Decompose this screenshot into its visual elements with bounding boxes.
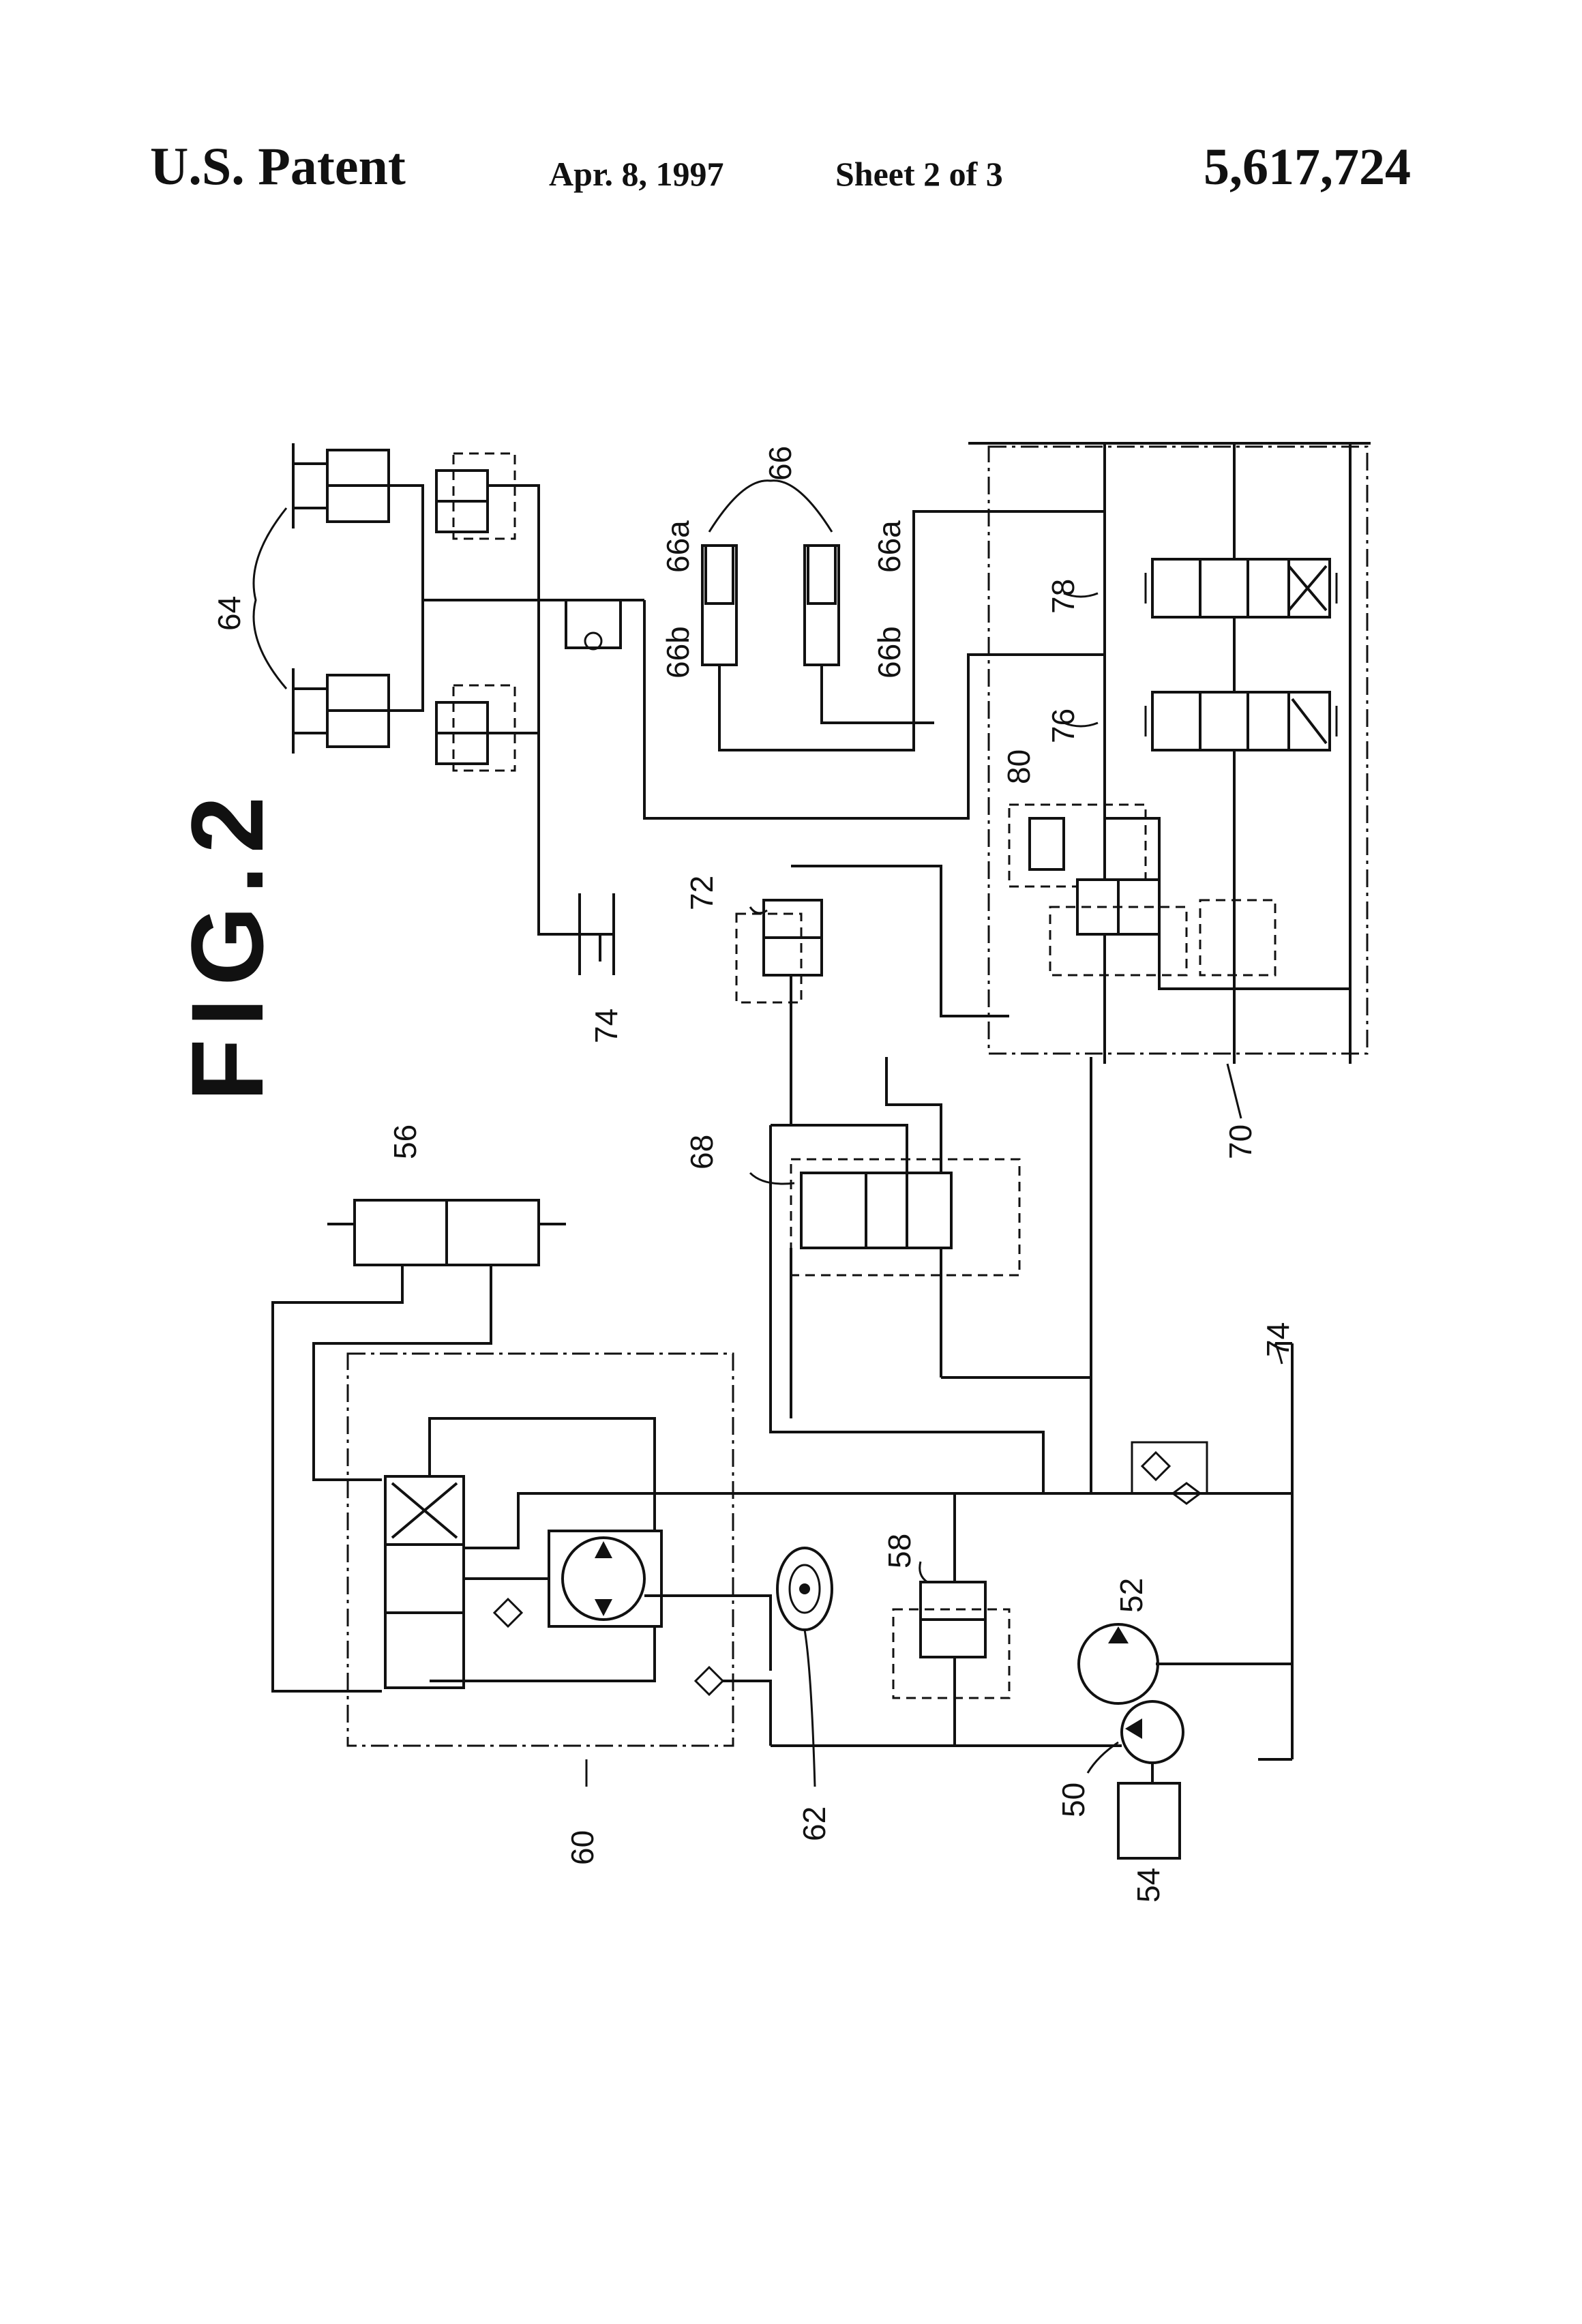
label-70: 70	[1223, 1124, 1258, 1159]
label-74-top: 74	[588, 1009, 624, 1043]
valve-block-70	[987, 445, 1369, 1055]
sheet-header: U.S. Patent Apr. 8, 1997 Sheet 2 of 3 5,…	[150, 136, 1411, 196]
label-50: 50	[1056, 1783, 1091, 1817]
reference-labels: 64 66 66a 66a 66b 66b 78 76 80 72 74 56 …	[211, 446, 1296, 1903]
label-68: 68	[684, 1135, 719, 1170]
label-72: 72	[684, 876, 719, 910]
patent-date: Apr. 8, 1997	[549, 155, 724, 193]
steering-unit-60	[346, 1352, 1282, 1747]
flow-divider-valve-68	[769, 1057, 1092, 1493]
label-56: 56	[387, 1124, 423, 1159]
cylinder-group-66	[643, 479, 1105, 820]
control-valve-76	[1144, 691, 1338, 751]
cylinder-56	[271, 1199, 566, 1693]
label-52: 52	[1114, 1578, 1149, 1613]
label-54: 54	[1131, 1868, 1166, 1903]
leader-lines	[585, 592, 1283, 1787]
hydraulic-schematic: 64 66 66a 66a 66b 66b 78 76 80 72 74 56 …	[211, 442, 1371, 1903]
label-66b-2: 66b	[871, 626, 907, 679]
label-66: 66	[762, 446, 798, 481]
cylinder-group-64	[252, 443, 644, 975]
control-valve-78	[1144, 558, 1338, 619]
label-58: 58	[882, 1534, 917, 1568]
pump-assembly	[1030, 1057, 1294, 1860]
label-66a-2: 66a	[871, 520, 907, 573]
label-66b-1: 66b	[660, 626, 696, 679]
label-64: 64	[211, 596, 247, 631]
label-60: 60	[565, 1830, 600, 1865]
patent-number: 5,617,724	[1204, 138, 1411, 196]
label-80: 80	[1001, 749, 1036, 784]
label-62: 62	[796, 1806, 832, 1841]
sheet-number: Sheet 2 of 3	[835, 155, 1003, 193]
pressure-valve-72	[735, 865, 1009, 1125]
figure-title: FIG.2	[170, 784, 284, 1101]
relief-valve-80	[1008, 803, 1350, 990]
patent-label: U.S. Patent	[150, 136, 406, 196]
label-66a-1: 66a	[660, 520, 696, 573]
steering-wheel-62	[776, 1547, 833, 1631]
